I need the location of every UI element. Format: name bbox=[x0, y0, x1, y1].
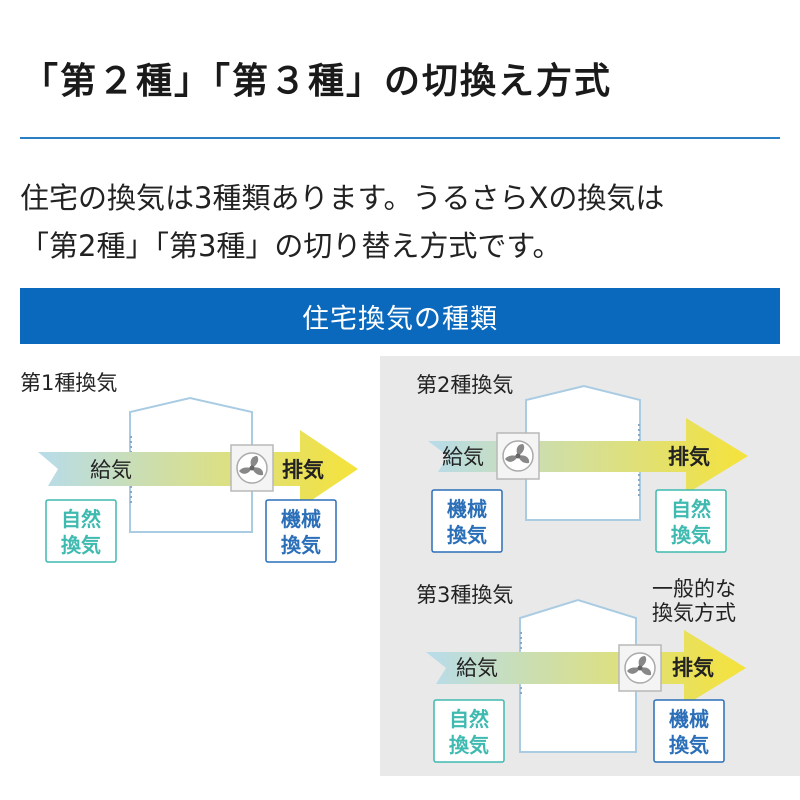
supply-method-box bbox=[45, 499, 117, 563]
exhaust-label: 排気 bbox=[282, 458, 324, 482]
supply-method-box bbox=[431, 489, 503, 553]
supply-method-line2: 換気 bbox=[449, 733, 489, 757]
exhaust-method-line2: 換気 bbox=[281, 533, 321, 557]
intro-text: 住宅の換気は3種類あります。うるさらXの換気は 「第2種」「第3種」の切り替え方… bbox=[20, 174, 790, 270]
supply-method-line1: 機械 bbox=[447, 497, 487, 521]
exhaust-method-box bbox=[655, 489, 727, 553]
supply-label: 給気 bbox=[442, 445, 484, 469]
fan-icon bbox=[618, 644, 662, 692]
type2-diagram: 第2種換気 給気 排気 機械 換気 自然 換気 bbox=[416, 373, 748, 553]
supply-method-box bbox=[433, 699, 505, 763]
type3-title: 第3種換気 bbox=[416, 583, 513, 607]
supply-method-line2: 換気 bbox=[447, 523, 487, 547]
supply-label: 給気 bbox=[456, 656, 498, 680]
fan-icon bbox=[230, 444, 274, 492]
type1-title: 第1種換気 bbox=[20, 371, 117, 395]
page-title: 「第２種」「第３種」の切換え方式 bbox=[22, 61, 613, 102]
supply-method-line1: 自然 bbox=[449, 707, 489, 731]
type3-note-line1: 一般的な bbox=[652, 577, 736, 601]
airflow-arrow bbox=[38, 430, 358, 508]
type1-diagram: 第1種換気 給気 排気 自然 換気 機械 換気 bbox=[20, 371, 358, 563]
exhaust-method-line1: 自然 bbox=[671, 497, 711, 521]
section-title: 住宅換気の種類 bbox=[302, 303, 498, 335]
section-header: 住宅換気の種類 bbox=[20, 288, 780, 344]
exhaust-method-line2: 換気 bbox=[669, 733, 709, 757]
supply-label: 給気 bbox=[90, 458, 132, 482]
exhaust-label: 排気 bbox=[672, 656, 714, 680]
airflow-arrow bbox=[428, 418, 748, 494]
fan-icon bbox=[496, 432, 540, 480]
exhaust-method-box bbox=[653, 699, 725, 763]
type3-note-line2: 換気方式 bbox=[652, 601, 736, 625]
intro-line-1: 住宅の換気は3種類あります。うるさらXの換気は bbox=[20, 181, 665, 215]
exhaust-method-line1: 機械 bbox=[281, 507, 321, 531]
exhaust-method-line2: 換気 bbox=[671, 523, 711, 547]
exhaust-method-box bbox=[265, 499, 337, 563]
exhaust-label: 排気 bbox=[668, 445, 710, 469]
type2-title: 第2種換気 bbox=[416, 373, 513, 397]
supply-method-line2: 換気 bbox=[61, 533, 101, 557]
exhaust-method-line1: 機械 bbox=[669, 707, 709, 731]
intro-line-2: 「第2種」「第3種」の切り替え方式です。 bbox=[20, 229, 562, 263]
type3-diagram: 第3種換気 一般的な 換気方式 給気 排気 自然 換気 機械 換気 bbox=[416, 577, 746, 763]
title-divider bbox=[20, 137, 780, 139]
supply-method-line1: 自然 bbox=[61, 507, 101, 531]
airflow-arrow bbox=[426, 630, 746, 706]
